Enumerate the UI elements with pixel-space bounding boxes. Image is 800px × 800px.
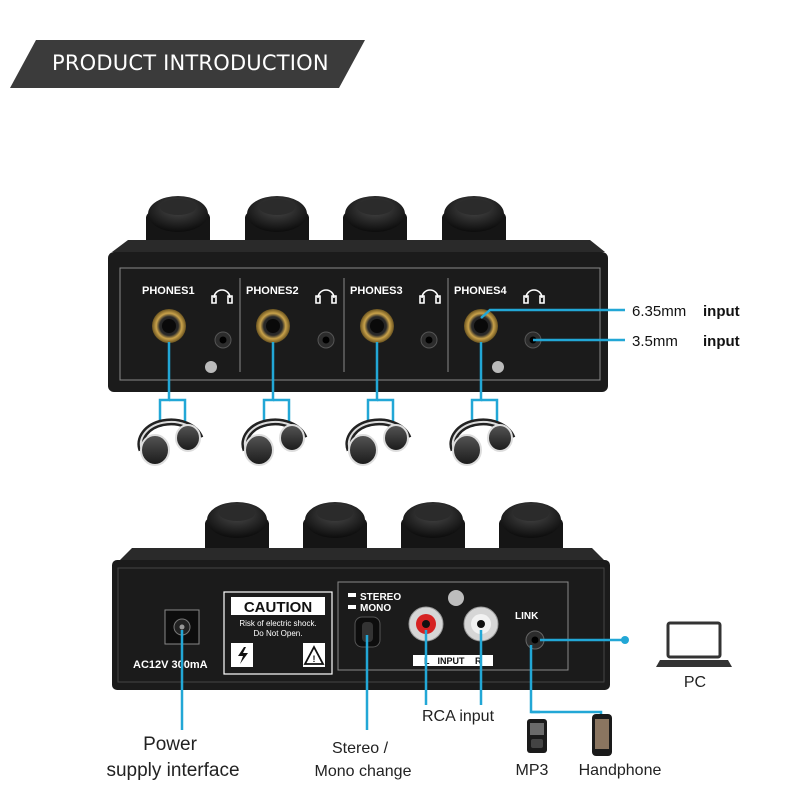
front-knob-3[interactable] <box>343 196 407 248</box>
jack-635-3[interactable] <box>360 309 394 343</box>
shock-warning-icon <box>231 643 253 667</box>
handphone-label: Handphone <box>579 762 662 779</box>
handphone-icon <box>592 714 612 756</box>
banner-title: PRODUCT INTRODUCTION <box>52 51 329 75</box>
mono-label: MONO <box>360 603 391 614</box>
rear-knob-1[interactable] <box>205 502 269 554</box>
rear-device: AC12V 300mA CAUTION Risk of electric sho… <box>112 502 610 690</box>
caution-line1: Risk of electric shock. <box>239 619 316 628</box>
jack-35-2[interactable] <box>317 331 335 349</box>
screw-icon <box>448 590 464 606</box>
stereo-label-line1: Stereo / <box>332 740 389 757</box>
headphones-1-icon <box>137 418 204 466</box>
mp3-player-icon <box>527 719 547 753</box>
caution-box <box>223 591 333 675</box>
stereo-mono-switch[interactable] <box>354 616 381 648</box>
stereo-label-line2: Mono change <box>315 763 412 780</box>
rca-input-label: RCA input <box>422 708 495 725</box>
svg-text:!: ! <box>313 654 316 664</box>
jack-635-4[interactable] <box>464 309 498 343</box>
jack-35-1[interactable] <box>214 331 232 349</box>
phones3-label: PHONES3 <box>350 285 403 297</box>
laptop-icon <box>656 621 732 667</box>
headphone-icon <box>419 289 441 304</box>
jack-635-1[interactable] <box>152 309 186 343</box>
rear-knob-2[interactable] <box>303 502 367 554</box>
caution-triangle-icon: ! <box>303 643 325 667</box>
phones1-label: PHONES1 <box>142 285 195 297</box>
mp3-label: MP3 <box>516 762 549 779</box>
front-device: PHONES1 PHONES2 PHONES3 PHONES4 <box>108 196 608 392</box>
headphone-icon <box>315 289 337 304</box>
headphones-2-icon <box>241 418 308 466</box>
input-word: INPUT <box>438 656 466 666</box>
power-label-line1: Power <box>143 734 198 755</box>
screw-icon <box>205 361 217 373</box>
caution-line2: Do Not Open. <box>254 629 303 638</box>
rear-knob-4[interactable] <box>499 502 563 554</box>
callout-635-size: 6.35mm <box>632 303 686 320</box>
jack-635-2[interactable] <box>256 309 290 343</box>
power-label-line2: supply interface <box>106 760 239 781</box>
link-jack[interactable] <box>525 630 545 650</box>
callout-635-word: input <box>703 303 740 320</box>
phones4-label: PHONES4 <box>454 285 507 297</box>
power-rating: AC12V 300mA <box>133 659 208 671</box>
callout-35-word: input <box>703 333 740 350</box>
rear-connector-lines <box>180 630 625 730</box>
front-knob-4[interactable] <box>442 196 506 248</box>
headphones-3-icon <box>345 418 412 466</box>
front-connector-lines <box>158 308 625 427</box>
phones2-label: PHONES2 <box>246 285 299 297</box>
headphone-icon <box>211 289 233 304</box>
front-knob-1[interactable] <box>146 196 210 248</box>
front-knob-2[interactable] <box>245 196 309 248</box>
caution-title: CAUTION <box>244 599 312 616</box>
headphone-icon <box>523 289 545 304</box>
pc-label: PC <box>684 674 706 691</box>
rca-right-jack[interactable] <box>463 606 499 642</box>
rca-left-jack[interactable] <box>408 606 444 642</box>
link-label: LINK <box>515 611 539 622</box>
headphones-4-icon <box>449 418 516 466</box>
input-right: R <box>475 656 482 666</box>
callout-35-size: 3.5mm <box>632 333 678 350</box>
banner-shape <box>10 40 365 88</box>
rear-knob-3[interactable] <box>401 502 465 554</box>
jack-35-3[interactable] <box>420 331 438 349</box>
screw-icon <box>492 361 504 373</box>
stereo-label: STEREO <box>360 592 401 603</box>
